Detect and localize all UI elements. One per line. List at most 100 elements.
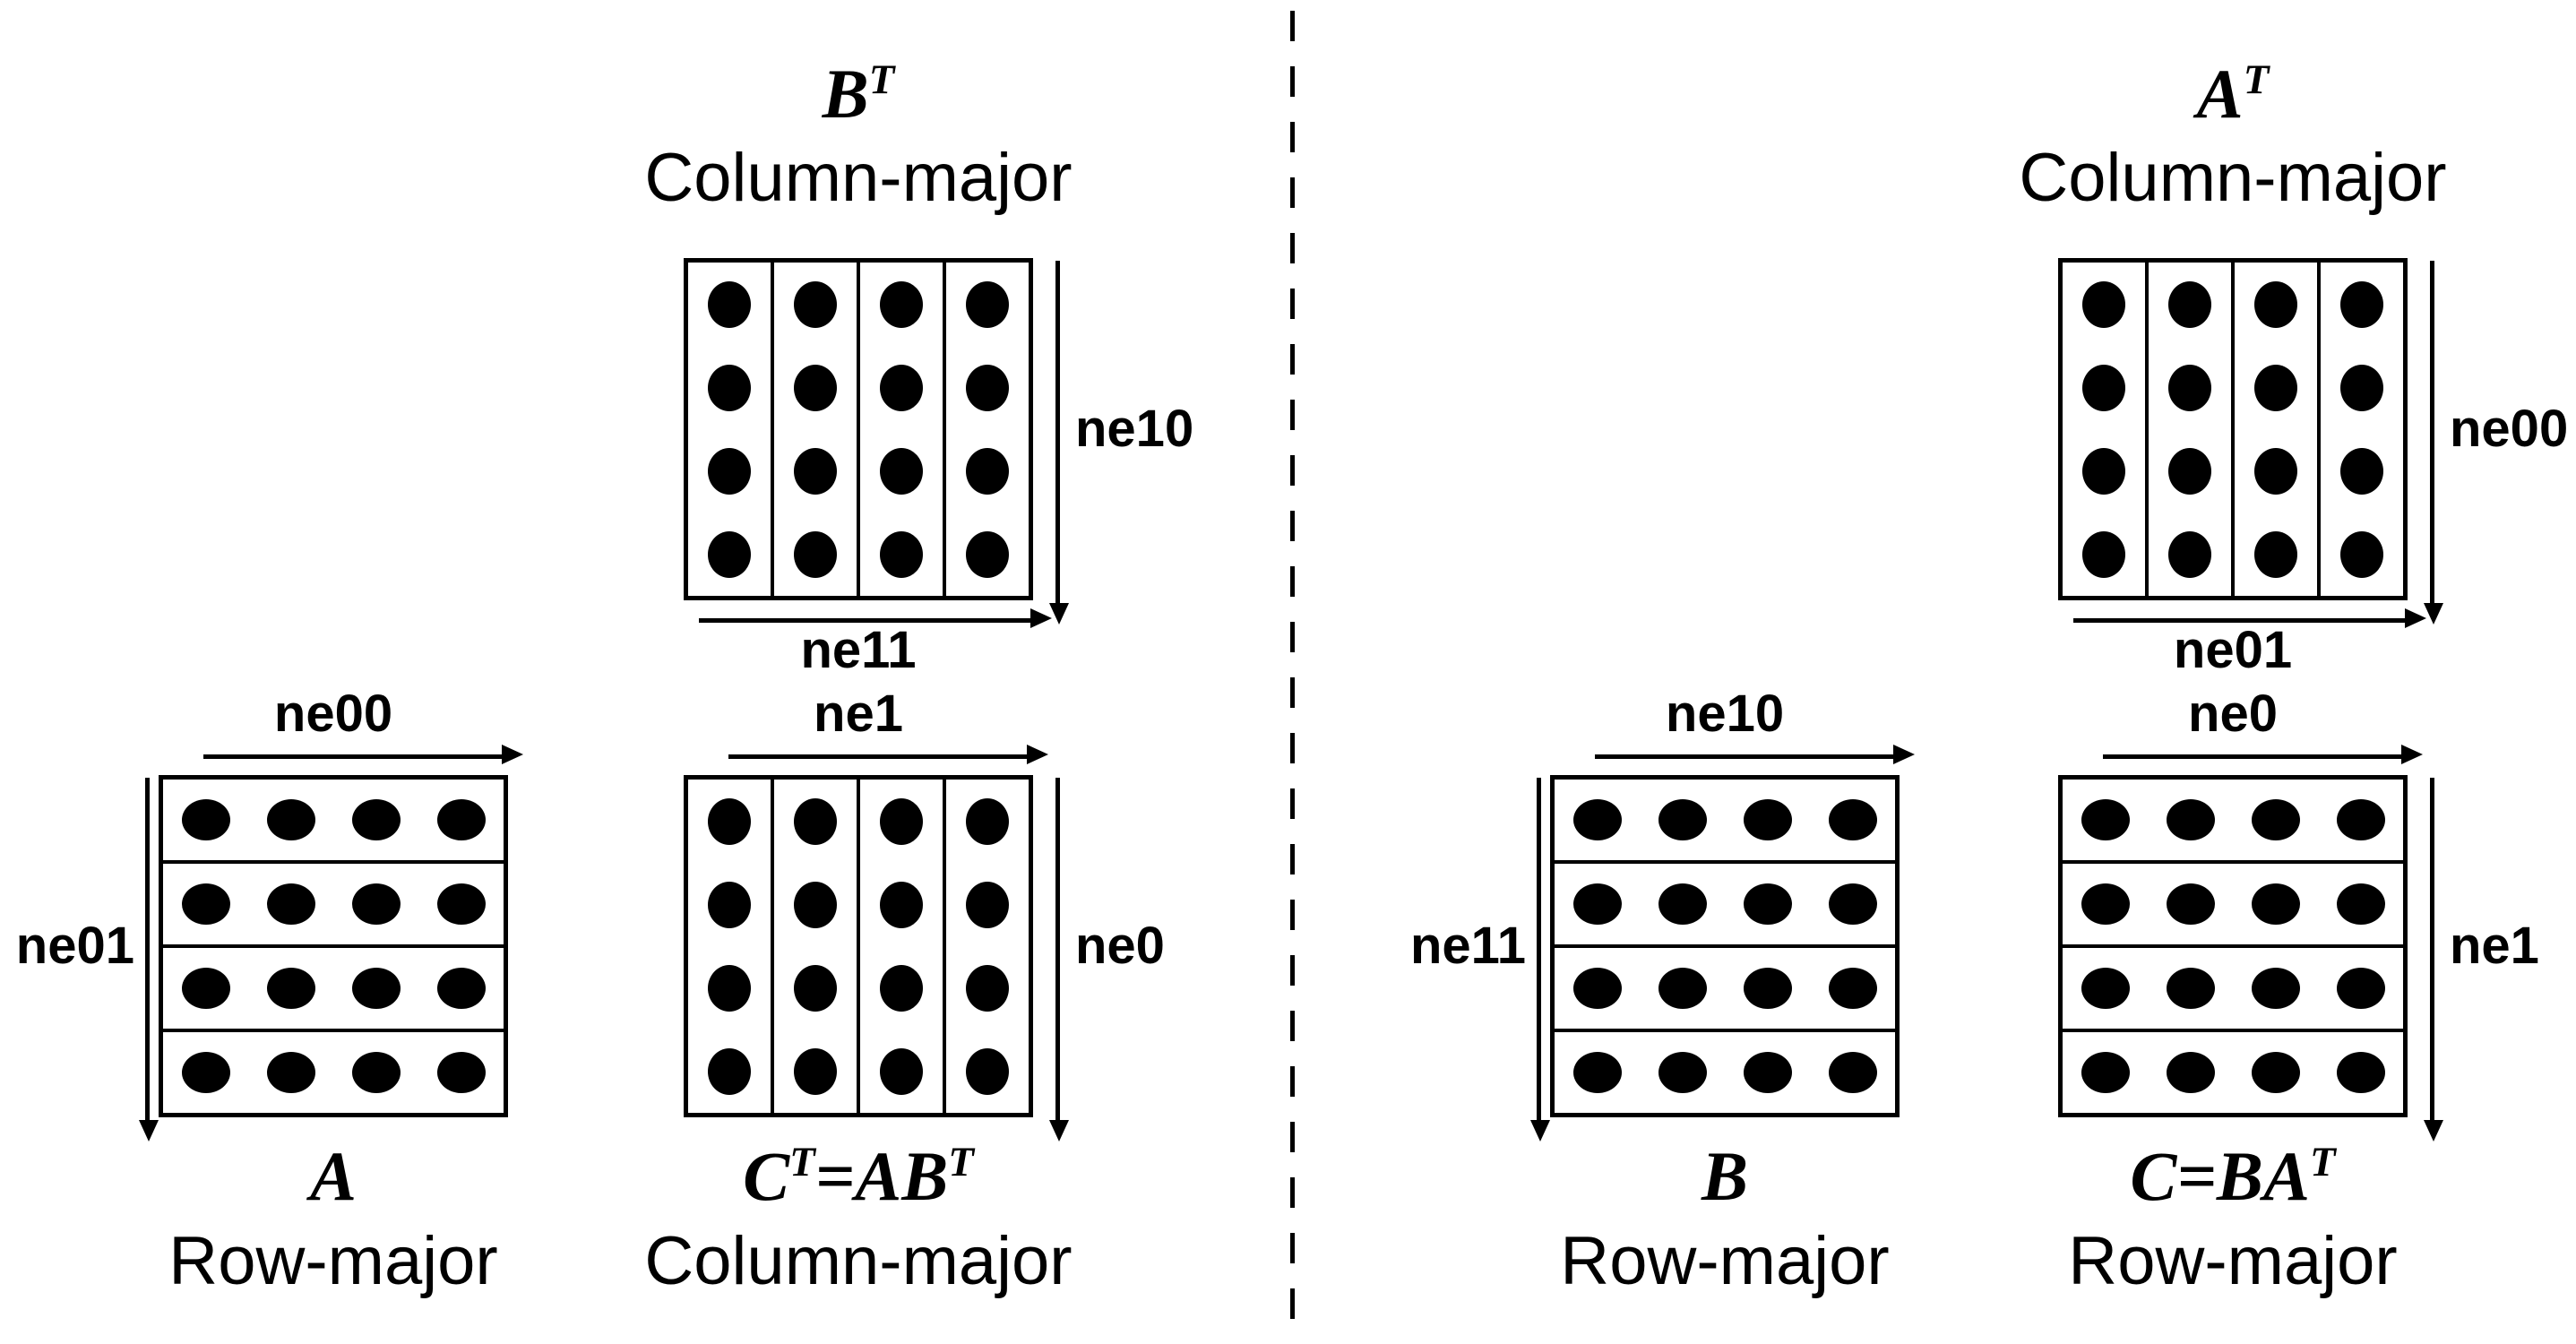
matrix-unit-b: ne11 ne10 B Row-major	[1410, 688, 1915, 1298]
vertical-extent-label: ne00	[2450, 400, 2569, 458]
matrix-element-dot	[966, 797, 1009, 845]
matrix-element-dot	[2168, 447, 2211, 495]
matrix-caption: B Row-major	[1560, 1136, 1889, 1298]
horizontal-extent-label: ne00	[273, 685, 393, 743]
matrix-strip	[2063, 864, 2403, 948]
matrix-layout-label: Column-major	[644, 1222, 1073, 1299]
matrix-element-dot	[880, 530, 923, 578]
matrix-caption: CT=ABT Column-major	[644, 1136, 1072, 1298]
matrix-grid	[2063, 780, 2403, 1113]
matrix-element-dot	[181, 968, 230, 1009]
matrix-element-dot	[351, 1052, 401, 1093]
matrix-element-dot	[880, 447, 923, 495]
panel-divider	[1290, 11, 1295, 1333]
matrix-element-dot	[2081, 883, 2130, 925]
matrix-element-dot	[880, 1047, 923, 1095]
matrix-element-dot	[966, 1047, 1009, 1095]
matrix-element-dot	[966, 964, 1009, 1012]
arrowhead-right-icon	[502, 745, 523, 764]
matrix-element-dot	[2251, 1052, 2300, 1093]
horizontal-extent-arrow	[2103, 745, 2423, 764]
matrix-strip	[1555, 1032, 1895, 1113]
vertical-extent-arrow	[139, 778, 159, 1142]
matrix-strip	[2063, 780, 2403, 864]
matrix-element-dot	[2166, 968, 2215, 1009]
matrix-element-dot	[266, 968, 315, 1009]
matrix-title: A	[309, 1137, 358, 1215]
arrowhead-down-icon	[1049, 603, 1069, 625]
matrix-layout-label: Row-major	[1560, 1222, 1890, 1299]
matrix-caption: AT Column-major	[2019, 54, 2446, 216]
matrix-element-dot	[2082, 530, 2125, 578]
matrix-element-dot	[708, 530, 751, 578]
matrix-element-dot	[708, 881, 751, 928]
vertical-extent-arrow	[2424, 778, 2443, 1142]
horizontal-extent-arrow	[699, 608, 1052, 628]
matrix-element-dot	[1658, 1052, 1707, 1093]
matrix-caption: C=BAT Row-major	[2068, 1136, 2397, 1298]
matrix-strip	[163, 864, 504, 948]
vertical-extent-arrow	[1049, 261, 1069, 625]
matrix-strip	[2321, 263, 2403, 596]
horizontal-extent-label: ne1	[814, 685, 903, 743]
matrix-strip	[1555, 780, 1895, 864]
matrix-element-dot	[351, 883, 401, 925]
vertical-extent-arrow	[1530, 778, 1550, 1142]
arrowhead-right-icon	[1030, 608, 1052, 628]
matrix-element-dot	[1658, 968, 1707, 1009]
vertical-extent-label: ne0	[1075, 917, 1165, 975]
vertical-extent-arrow	[2424, 261, 2443, 625]
matrix-element-dot	[2254, 447, 2297, 495]
arrowhead-right-icon	[1027, 745, 1048, 764]
matrix-grid	[163, 780, 504, 1113]
matrix-element-dot	[2251, 799, 2300, 840]
matrix-element-dot	[708, 964, 751, 1012]
matrix-element-dot	[708, 447, 751, 495]
matrix-element-dot	[2082, 364, 2125, 411]
matrix-element-dot	[181, 799, 230, 840]
horizontal-extent-label: ne11	[800, 621, 917, 679]
matrix-element-dot	[966, 530, 1009, 578]
matrix-element-dot	[880, 964, 923, 1012]
matrix-strip	[163, 948, 504, 1032]
matrix-element-dot	[1658, 799, 1707, 840]
matrix-element-dot	[2336, 1052, 2385, 1093]
matrix-element-dot	[2340, 447, 2383, 495]
vertical-extent-label: ne01	[15, 917, 134, 975]
horizontal-extent-arrow	[203, 745, 523, 764]
matrix-element-dot	[794, 881, 837, 928]
matrix-title: C=BAT	[2130, 1137, 2336, 1215]
matrix-element-dot	[880, 881, 923, 928]
matrix-strip	[2063, 263, 2149, 596]
matrix-strip	[774, 780, 860, 1113]
matrix-strip	[2149, 263, 2235, 596]
matrix-element-dot	[2081, 968, 2130, 1009]
vertical-extent-label: ne11	[1410, 917, 1526, 975]
matrix-strip	[946, 780, 1029, 1113]
matrix-element-dot	[966, 881, 1009, 928]
arrowhead-down-icon	[2424, 1120, 2443, 1142]
matrix-unit-a: ne01 ne00 A Row-major	[16, 688, 523, 1298]
matrix-strip	[946, 263, 1029, 596]
matrix-strip	[688, 263, 774, 596]
matrix-element-dot	[2340, 364, 2383, 411]
matrix-element-dot	[2340, 280, 2383, 328]
matrix-title: B	[1701, 1137, 1749, 1215]
matrix-element-dot	[2168, 530, 2211, 578]
matrix-element-dot	[1572, 1052, 1622, 1093]
matrix-element-dot	[181, 1052, 230, 1093]
matrix-element-dot	[880, 280, 923, 328]
matrix-element-dot	[436, 883, 486, 925]
matrix-element-dot	[2336, 968, 2385, 1009]
matrix-element-dot	[2166, 883, 2215, 925]
arrowhead-right-icon	[2405, 608, 2426, 628]
matrix-element-dot	[708, 1047, 751, 1095]
matrix-element-dot	[2082, 447, 2125, 495]
matrix-element-dot	[181, 883, 230, 925]
matrix-caption: A Row-major	[168, 1136, 497, 1298]
matrix-element-dot	[2251, 883, 2300, 925]
matrix-strip	[688, 780, 774, 1113]
matrix-strip	[774, 263, 860, 596]
matrix-strip	[163, 1032, 504, 1113]
